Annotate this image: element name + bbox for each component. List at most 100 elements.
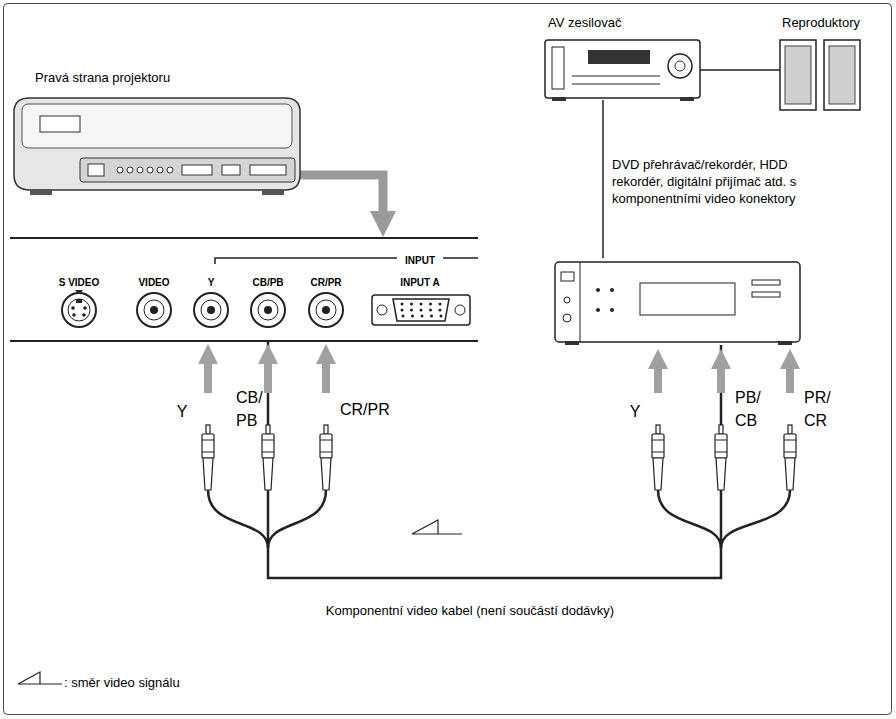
- device-slot: [752, 280, 780, 285]
- device-button: [561, 272, 574, 281]
- rca-jack: [309, 293, 343, 327]
- dsub-pin: [439, 309, 442, 312]
- projector-top: [22, 104, 292, 148]
- device-button: [596, 308, 600, 312]
- dsub-pin: [410, 309, 413, 312]
- port-label: Y: [208, 276, 215, 289]
- rca-jack-inner: [258, 300, 278, 320]
- port-label: VIDEO: [138, 276, 169, 289]
- dsub-pin: [420, 303, 423, 306]
- amplifier-foot: [552, 97, 566, 101]
- rca-jack-inner: [316, 300, 336, 320]
- dsub-plate: [372, 295, 470, 325]
- dsub-pin: [402, 315, 405, 318]
- rca-plug: [715, 425, 727, 490]
- av-amplifier: AV zesilovač: [545, 40, 700, 100]
- dsub-screw: [377, 305, 387, 315]
- device-label: DVD přehrávač/rekordér, HDD rekordér, di…: [612, 157, 800, 208]
- insert-arrow: [316, 344, 336, 393]
- device-label: Reproduktory: [782, 15, 860, 32]
- speaker-box: [780, 40, 816, 110]
- svideo-jack: [62, 293, 96, 327]
- volume-knob-inner: [675, 61, 685, 71]
- svideo-pin: [71, 306, 75, 310]
- rca-jack: [137, 293, 171, 327]
- speaker-box: [824, 40, 860, 110]
- rca-jack-pin: [264, 306, 272, 314]
- port-hole: [127, 167, 133, 173]
- rca-plug: [652, 425, 664, 490]
- projector-port-strip: [80, 158, 295, 182]
- insert-arrow: [258, 344, 278, 393]
- svideo-key: [76, 299, 82, 303]
- projector-body: [14, 98, 300, 190]
- dsub-pin: [411, 315, 414, 318]
- port-label: CB/PB: [252, 276, 283, 289]
- signal-label: Y: [177, 400, 188, 423]
- signal-label: CR/PR: [340, 398, 390, 421]
- insert-arrow: [780, 349, 800, 393]
- port-hole: [117, 167, 123, 173]
- device-button: [610, 288, 614, 292]
- dsub-pins: [401, 303, 443, 318]
- amplifier-display: [588, 50, 650, 64]
- projector-foot: [30, 189, 52, 195]
- dsub-pin: [401, 309, 404, 312]
- dsub-screw: [455, 305, 465, 315]
- device-slot: [752, 292, 780, 297]
- port-hole: [157, 167, 163, 173]
- dsub-pin: [401, 303, 404, 306]
- dsub-shell: [393, 299, 449, 321]
- dsub-pin: [429, 309, 432, 312]
- device-button: [564, 297, 570, 303]
- page-frame: [4, 4, 892, 715]
- dsub-pin: [420, 309, 423, 312]
- device-foot: [565, 341, 579, 345]
- device-foot: [778, 341, 792, 345]
- rca-jack-pin: [150, 306, 158, 314]
- signal-label: Y: [630, 400, 641, 423]
- port-socket: [250, 165, 286, 175]
- speakers: Reproduktory: [780, 40, 860, 110]
- insert-arrow: [711, 349, 731, 393]
- audio-wire: [700, 69, 780, 71]
- port-socket: [182, 165, 212, 175]
- signal-label: PR/ CR: [804, 386, 834, 432]
- port-socket: [222, 165, 240, 175]
- device-button: [596, 288, 600, 292]
- device-label: AV zesilovač: [548, 15, 621, 32]
- dsub-pin: [439, 303, 442, 306]
- rca-jack-inner: [201, 300, 221, 320]
- dsub-pin: [430, 315, 433, 318]
- svideo-pin: [72, 313, 76, 317]
- speaker-grille: [829, 46, 855, 104]
- device-button: [610, 308, 614, 312]
- speaker-grille: [785, 46, 811, 104]
- signal-direction-arrow: [412, 520, 462, 534]
- port-hole: [137, 167, 143, 173]
- component-cable: [268, 342, 721, 578]
- cable-branch: [658, 490, 721, 548]
- amplifier-trim: [572, 76, 660, 77]
- rca-jack: [251, 293, 285, 327]
- port-label: S VIDEO: [59, 276, 100, 289]
- amplifier-trim: [572, 84, 660, 85]
- rca-plug: [320, 425, 332, 490]
- port-hole: [147, 167, 153, 173]
- zoom-arrow: [300, 175, 383, 223]
- device-label: Pravá strana projektoru: [35, 70, 170, 87]
- rca-jack-pin: [322, 306, 330, 314]
- projector: Pravá strana projektoru: [10, 95, 300, 190]
- legend-symbol: [18, 672, 62, 684]
- cable-branch: [208, 490, 268, 548]
- device-button: [563, 314, 571, 322]
- legend-text: : směr video signálu: [64, 675, 180, 690]
- input-panel: INPUTS VIDEOVIDEOYCB/PBCR/PRINPUT A: [10, 237, 478, 342]
- volume-knob: [668, 54, 692, 78]
- device-divider: [580, 262, 581, 342]
- rca-plug: [262, 425, 274, 490]
- port-label: INPUT: [405, 254, 435, 267]
- amplifier-buttons: [552, 47, 564, 89]
- legend-row: : směr video signálu: [64, 675, 180, 690]
